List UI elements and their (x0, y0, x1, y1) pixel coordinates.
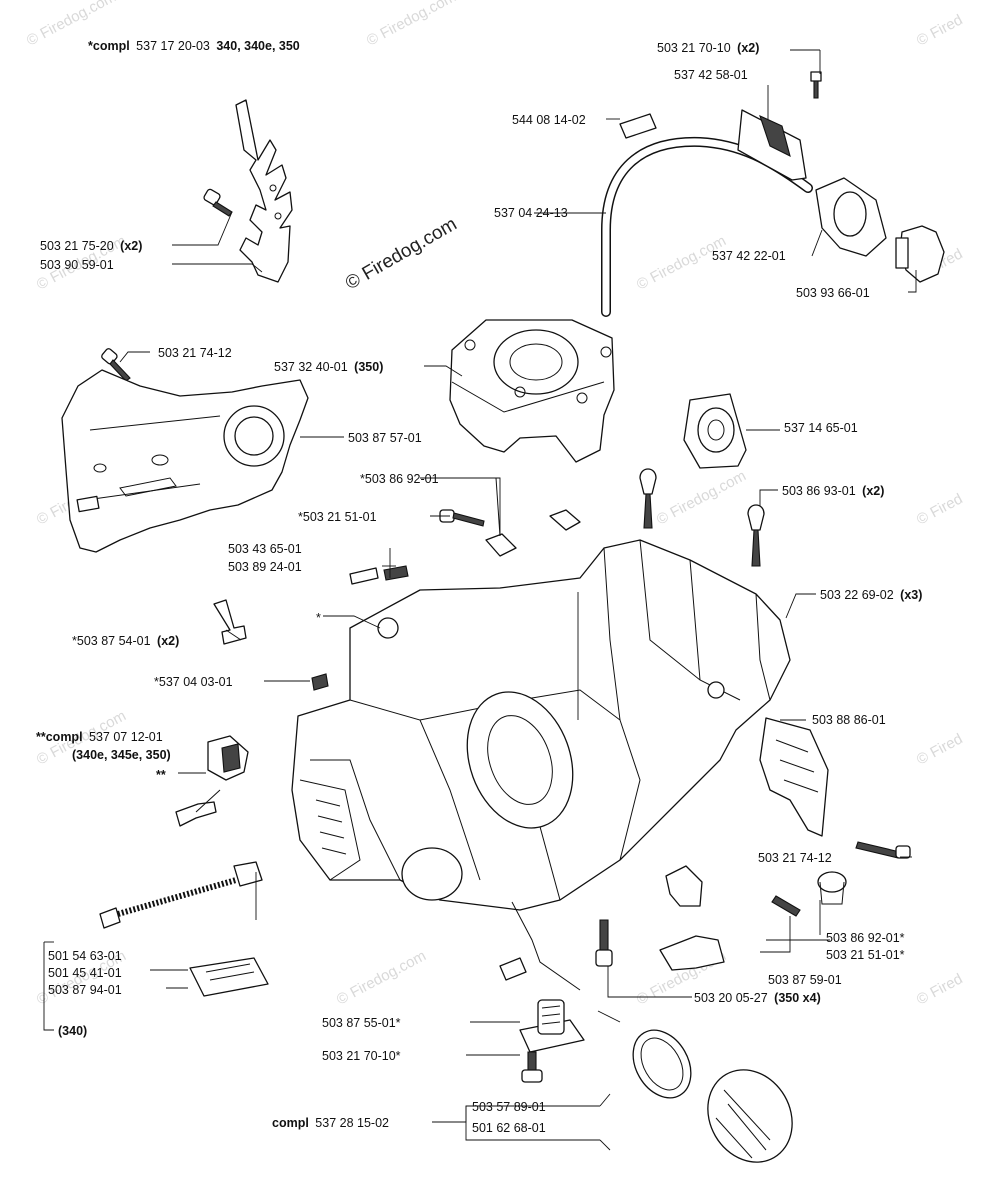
part-label: 503 22 69-02 (x3) (820, 588, 922, 602)
compl-prefix: **compl (36, 730, 83, 744)
oil-screw (521, 1051, 543, 1083)
part-label: *503 21 51-01 (298, 510, 377, 524)
cylinder-cover (449, 319, 615, 463)
watermark: © Fired (914, 970, 966, 1008)
model-list: 340, 340e, 350 (216, 39, 299, 53)
leader-lines (43, 49, 917, 1151)
part-qty: (x2) (120, 239, 142, 253)
part-label: 503 89 24-01 (228, 560, 302, 574)
watermark-main: © Firedog.com (342, 214, 461, 295)
bumper-spike (235, 99, 293, 283)
watermark: © Fired (914, 730, 966, 768)
part-label: 544 08 14-02 (512, 113, 586, 127)
assembly-label-top: *compl 537 17 20-03 340, 340e, 350 (88, 39, 300, 53)
part-number: 537 17 20-03 (136, 39, 210, 53)
watermark: © Fired (914, 11, 966, 49)
compl-prefix: compl (272, 1116, 309, 1130)
part-label: * (316, 611, 321, 625)
part-labels: *compl 537 17 20-03 340, 340e, 350 503 2… (36, 39, 922, 1135)
part-label: 503 88 86-01 (812, 713, 886, 727)
bumper-screw (203, 188, 233, 217)
crankcase (291, 539, 791, 911)
part-label: 503 87 94-01 (48, 983, 122, 997)
part-qty: (350 x4) (774, 991, 821, 1005)
part-qty: (x2) (862, 484, 884, 498)
part-number: *503 87 54-01 (72, 634, 151, 648)
part-qty: (x2) (157, 634, 179, 648)
part-label: 503 87 55-01* (322, 1016, 401, 1030)
part-label: 503 86 93-01 (x2) (782, 484, 884, 498)
tensioner-plate (189, 957, 269, 997)
part-label: 503 90 59-01 (40, 258, 114, 272)
part-number: 503 21 70-10 (657, 41, 731, 55)
part-label: 501 62 68-01 (472, 1121, 546, 1135)
rubber-mounts (549, 468, 765, 567)
part-label: 537 42 22-01 (712, 249, 786, 263)
intake-boot (683, 393, 747, 469)
part-number: 503 20 05-27 (694, 991, 768, 1005)
assembly-label: compl 537 28 15-02 (272, 1116, 389, 1130)
oil-cap-ring (632, 1029, 692, 1099)
chain-tensioner (175, 735, 249, 827)
part-label: 537 42 58-01 (674, 68, 748, 82)
spacer-screw (439, 477, 517, 557)
part-label: 503 43 65-01 (228, 542, 302, 556)
part-label: *503 87 54-01 (x2) (72, 634, 179, 648)
assembly-label: **compl 537 07 12-01 (36, 730, 163, 744)
part-label: *503 86 92-01 (360, 472, 439, 486)
part-label: 503 21 74-12 (758, 851, 832, 865)
part-number: 503 22 69-02 (820, 588, 894, 602)
watermark: © Firedog.com (364, 0, 459, 50)
part-label: 503 21 74-12 (158, 346, 232, 360)
part-label: 503 21 70-10 (x2) (657, 41, 759, 55)
model-list: (340e, 345e, 350) (72, 748, 171, 762)
part-qty: (350) (354, 360, 383, 374)
part-label: 501 54 63-01 (48, 949, 122, 963)
part-number: 503 21 75-20 (40, 239, 114, 253)
part-label: 503 21 51-01* (826, 948, 905, 962)
part-label: 503 21 75-20 (x2) (40, 239, 142, 253)
part-label: 503 20 05-27 (350 x4) (694, 991, 821, 1005)
part-label: 503 87 59-01 (768, 973, 842, 987)
part-label: 503 57 89-01 (472, 1100, 546, 1114)
part-label: 537 14 65-01 (784, 421, 858, 435)
oil-cap (707, 1069, 793, 1163)
part-label: 537 04 24-13 (494, 206, 568, 220)
watermark: © Firedog.com (334, 947, 429, 1008)
part-number: 537 28 15-02 (315, 1116, 389, 1130)
clips (659, 865, 801, 971)
part-label: 503 93 66-01 (796, 286, 870, 300)
tensioner-screw (99, 861, 263, 929)
part-qty: (x3) (900, 588, 922, 602)
part-number: 503 86 93-01 (782, 484, 856, 498)
part-label: ** (156, 768, 166, 782)
part-label: 537 32 40-01 (350) (274, 360, 383, 374)
watermark: © Firedog.com (654, 467, 749, 528)
part-label: 501 45 41-01 (48, 966, 122, 980)
primer-bulb-housing (815, 177, 945, 283)
air-deflector (759, 717, 829, 837)
part-label: (340) (58, 1024, 87, 1038)
part-number: 537 07 12-01 (89, 730, 163, 744)
bolt-center (595, 919, 613, 967)
part-label: 503 21 70-10* (322, 1049, 401, 1063)
part-number: 537 32 40-01 (274, 360, 348, 374)
right-mount (817, 871, 847, 905)
part-label: *537 04 03-01 (154, 675, 233, 689)
oil-pickup (499, 901, 585, 1053)
fuel-filter (737, 109, 807, 181)
side-cover-plate (61, 369, 309, 553)
right-screw (855, 841, 911, 859)
part-label: 503 87 57-01 (348, 431, 422, 445)
compl-prefix: *compl (88, 39, 130, 53)
part-label: 503 86 92-01* (826, 931, 905, 945)
part-qty: (x2) (737, 41, 759, 55)
screw-top-right (810, 71, 822, 99)
watermark: © Fired (914, 490, 966, 528)
